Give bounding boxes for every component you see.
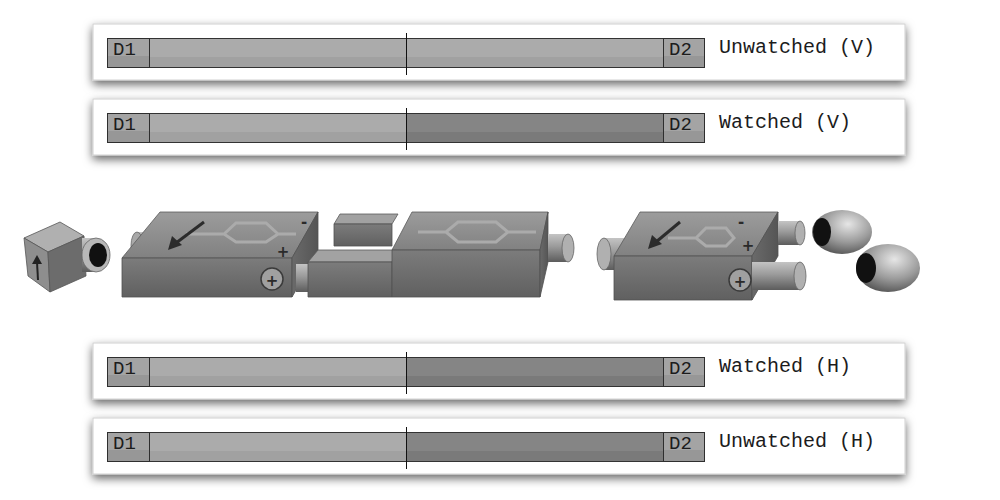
detector-label: D2 — [669, 40, 692, 60]
polarising-splitter — [794, 262, 806, 290]
photon-source — [82, 238, 110, 272]
polarising-splitter — [614, 212, 778, 256]
photon-source — [24, 222, 110, 292]
polarity-sign: - — [738, 215, 744, 230]
panel-label: Watched (H) — [719, 356, 851, 378]
result-panel — [406, 352, 407, 394]
detector-eyes — [856, 244, 920, 292]
detector-box: D2 — [663, 38, 705, 68]
detector-eyes — [813, 218, 831, 246]
result-panel — [93, 343, 905, 399]
result-panel — [406, 451, 663, 462]
detector-box: D1 — [107, 38, 150, 68]
result-panel: Watched (V) D1 D2 — [93, 99, 905, 155]
polarity-mark: + — [734, 273, 747, 291]
detector-label: D1 — [113, 115, 136, 135]
result-panel — [93, 99, 905, 155]
panel-label: Watched (V) — [719, 112, 851, 134]
detector-label: D2 — [669, 115, 692, 135]
panel-label: Unwatched (H) — [719, 431, 875, 453]
detector-label: D2 — [669, 359, 692, 379]
result-panel — [406, 376, 663, 387]
photon-source — [89, 243, 107, 267]
beam-displacer — [186, 223, 296, 242]
path-blocks — [308, 250, 398, 262]
path-blocks — [334, 214, 398, 224]
polarity-mark: - — [738, 213, 744, 231]
panel-label: Unwatched (V) — [719, 37, 875, 59]
result-panel: Unwatched (H) D1 D2 — [93, 418, 905, 474]
detector-box: D1 — [107, 357, 150, 387]
polarity-sign: + — [266, 274, 279, 289]
polarising-splitter — [648, 235, 662, 249]
polarity-sign: - — [301, 215, 307, 230]
polarising-splitter — [752, 262, 800, 290]
beam-displacer — [122, 212, 318, 297]
photon-source — [32, 255, 42, 264]
result-panel — [406, 108, 407, 150]
beam-combiner — [392, 212, 548, 250]
beam-combiner — [562, 234, 574, 262]
detector-box: D2 — [663, 432, 705, 462]
result-panel — [406, 33, 407, 75]
beam-displacer — [176, 222, 204, 243]
polarising-splitter — [656, 222, 680, 242]
result-panel — [93, 343, 905, 399]
detector-box: D1 — [107, 432, 150, 462]
photon-source — [24, 238, 50, 292]
beam-combiner — [392, 250, 540, 297]
polarity-sign: + — [277, 245, 290, 260]
result-panel — [93, 24, 905, 80]
result-panel — [93, 99, 905, 155]
polarity-mark: + — [277, 243, 290, 261]
path-blocks — [308, 262, 392, 297]
result-panel — [406, 132, 663, 143]
result-panel: Unwatched (V) D1 D2 — [93, 24, 905, 80]
beam-displacer — [261, 268, 283, 290]
polarising-splitter — [597, 212, 806, 300]
detector-box: D2 — [663, 113, 705, 143]
result-panel — [406, 113, 663, 143]
detector-label: D1 — [113, 40, 136, 60]
result-panel — [93, 418, 905, 474]
photon-source — [48, 236, 86, 292]
detector-eyes — [856, 253, 876, 283]
polarity-mark: + — [266, 272, 279, 290]
polarity-mark: - — [301, 213, 307, 231]
detector-label: D1 — [113, 434, 136, 454]
result-panel — [406, 427, 407, 469]
polarising-splitter — [597, 238, 611, 270]
beam-combiner — [392, 212, 574, 297]
photon-source — [37, 262, 38, 280]
result-panel: Watched (H) D1 D2 — [93, 343, 905, 399]
detector-box: D2 — [663, 357, 705, 387]
detector-eyes — [812, 210, 872, 254]
polarity-sign: + — [734, 275, 747, 290]
detector-box: D1 — [107, 113, 150, 143]
beam-displacer — [168, 236, 182, 250]
polarising-splitter — [614, 256, 752, 300]
polarising-splitter — [729, 269, 751, 291]
detector-label: D2 — [669, 434, 692, 454]
result-panel — [93, 418, 905, 474]
path-blocks — [334, 224, 392, 246]
beam-combiner — [418, 222, 536, 242]
beam-combiner — [540, 212, 548, 297]
result-panel — [406, 432, 663, 462]
result-panel — [406, 357, 663, 387]
polarising-splitter — [668, 228, 734, 246]
beam-displacer — [122, 258, 292, 297]
polarity-mark: + — [742, 237, 755, 255]
detector-label: D1 — [113, 359, 136, 379]
path-blocks — [296, 214, 398, 297]
polarity-sign: + — [742, 239, 755, 254]
polarising-splitter — [795, 221, 805, 245]
result-panel — [93, 24, 905, 80]
detector-eyes — [812, 210, 920, 292]
